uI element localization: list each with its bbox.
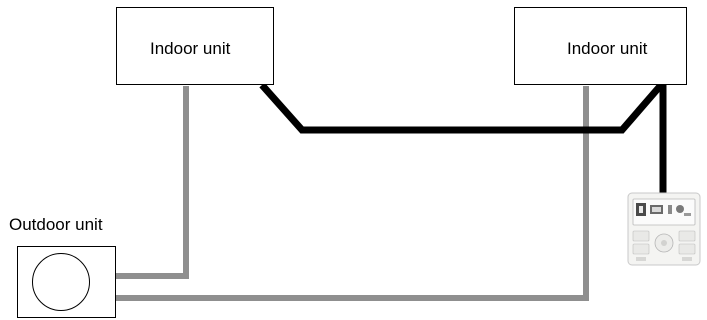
fan-icon [32,253,90,311]
outdoor-unit-label: Outdoor unit [9,215,103,234]
indoor-unit-box [116,7,274,85]
control-wire-indoor-link [259,82,664,134]
indoor-unit-box [514,7,687,85]
pipe-outdoor-to-indoor-b [116,86,589,301]
pipe-outdoor-to-indoor-a [116,86,189,279]
indoor-unit-label: Indoor unit [567,39,648,58]
outdoor-unit-box [17,246,116,318]
remote-controller-icon [627,192,701,266]
indoor-unit-label: Indoor unit [150,39,231,58]
